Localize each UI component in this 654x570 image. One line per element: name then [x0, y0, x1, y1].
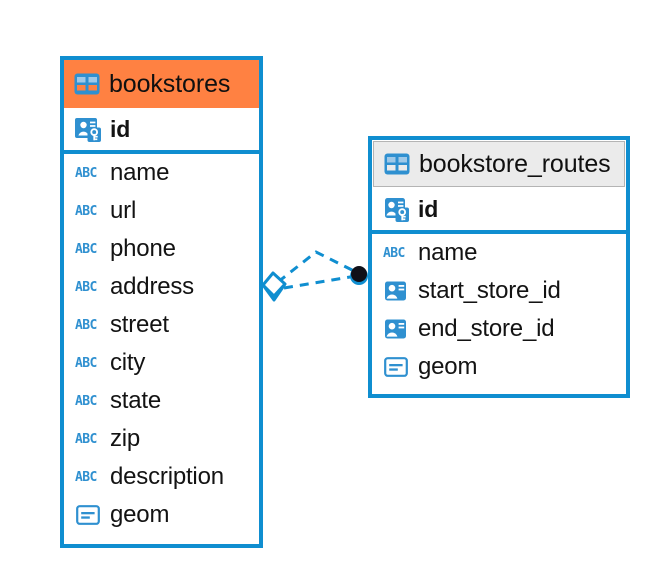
- abc-icon: ABC: [75, 317, 97, 333]
- abc-icon: ABC: [75, 355, 97, 371]
- field-name-label: phone: [110, 235, 176, 262]
- entity-header-bookstore-routes[interactable]: bookstore_routes: [373, 141, 625, 187]
- abc-icon: ABC: [75, 393, 97, 409]
- entity-table-bookstores[interactable]: bookstores id ABC n: [60, 56, 263, 548]
- field-row-address[interactable]: ABC address: [64, 268, 259, 306]
- field-row-start-store-id[interactable]: start_store_id: [372, 272, 626, 310]
- field-row-geom[interactable]: geom: [372, 348, 626, 386]
- field-row-name[interactable]: ABC name: [372, 234, 626, 272]
- field-row-state[interactable]: ABC state: [64, 382, 259, 420]
- field-name-label: street: [110, 311, 169, 338]
- field-row-geom[interactable]: geom: [64, 496, 259, 534]
- field-row-phone[interactable]: ABC phone: [64, 230, 259, 268]
- field-name-label: zip: [110, 425, 141, 452]
- entity-name-label: bookstore_routes: [419, 149, 611, 178]
- abc-icon: ABC: [75, 241, 97, 257]
- field-row-end-store-id[interactable]: end_store_id: [372, 310, 626, 348]
- field-name-label: url: [110, 197, 137, 224]
- abc-icon: ABC: [75, 469, 97, 485]
- entity-name-label: bookstores: [109, 69, 231, 98]
- field-row-city[interactable]: ABC city: [64, 344, 259, 382]
- field-name-label: name: [418, 239, 478, 266]
- field-row-url[interactable]: ABC url: [64, 192, 259, 230]
- field-row-description[interactable]: ABC description: [64, 458, 259, 496]
- relationship-line-arc: [277, 250, 357, 284]
- field-row-zip[interactable]: ABC zip: [64, 420, 259, 458]
- foreign-key-icon: [385, 319, 406, 339]
- geometry-icon: [384, 357, 408, 377]
- abc-icon: ABC: [75, 203, 97, 219]
- primary-key-icon: [75, 118, 101, 142]
- primary-key-icon: [385, 198, 409, 222]
- table-icon: [74, 73, 100, 95]
- geometry-icon: [76, 505, 100, 525]
- field-row-id[interactable]: id: [64, 108, 259, 154]
- abc-icon: ABC: [383, 245, 405, 261]
- entity-header-bookstores[interactable]: bookstores: [64, 60, 259, 108]
- abc-icon: ABC: [75, 165, 97, 181]
- field-name-label: id: [418, 195, 439, 222]
- field-name-label: id: [110, 115, 131, 142]
- diamond-marker: [261, 271, 287, 302]
- field-row-id[interactable]: id: [372, 188, 626, 234]
- dot-marker: [350, 266, 368, 285]
- field-row-name[interactable]: ABC name: [64, 154, 259, 192]
- abc-icon: ABC: [75, 431, 97, 447]
- table-icon: [384, 153, 410, 175]
- relationship-line-straight: [283, 274, 357, 290]
- field-name-label: city: [110, 349, 146, 376]
- field-name-label: name: [110, 159, 170, 186]
- field-name-label: description: [110, 463, 224, 490]
- field-name-label: geom: [418, 353, 478, 380]
- abc-icon: ABC: [75, 279, 97, 295]
- field-name-label: address: [110, 273, 194, 300]
- foreign-key-icon: [385, 281, 406, 301]
- field-name-label: state: [110, 387, 162, 414]
- field-name-label: start_store_id: [418, 277, 561, 304]
- entity-table-bookstore-routes[interactable]: bookstore_routes id ABC name: [368, 136, 630, 398]
- field-row-street[interactable]: ABC street: [64, 306, 259, 344]
- field-name-label: end_store_id: [418, 315, 555, 342]
- field-name-label: geom: [110, 501, 170, 528]
